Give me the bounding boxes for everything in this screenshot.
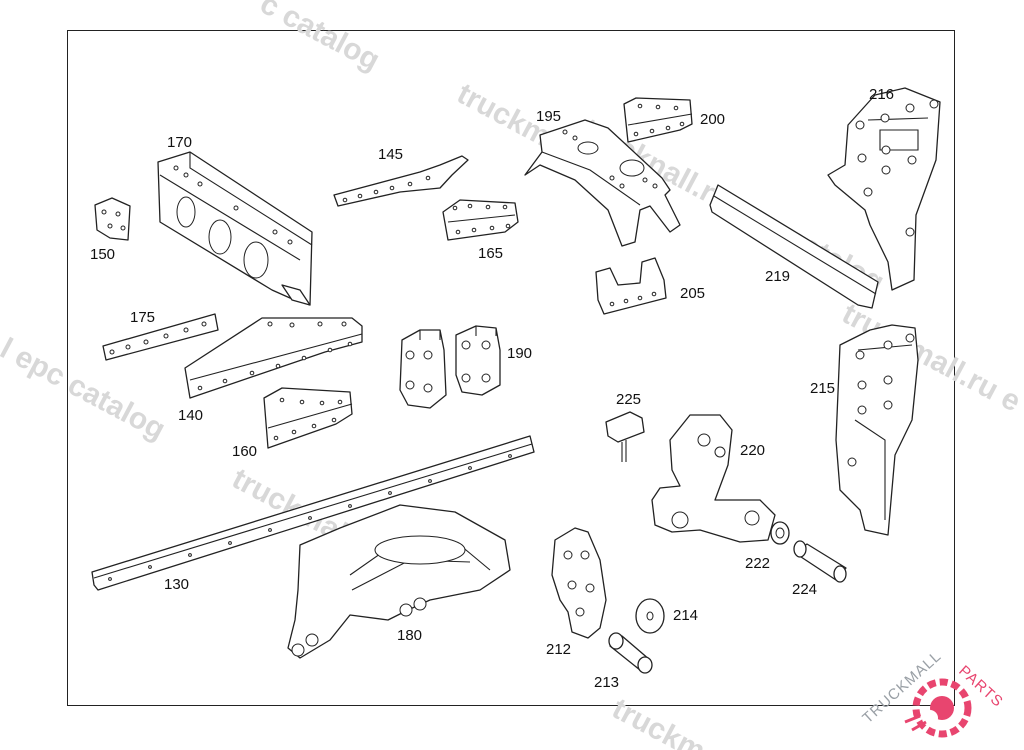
part-165: [442, 199, 519, 241]
part-label: 145: [378, 146, 403, 163]
part-label: 225: [616, 391, 641, 408]
part-225: [605, 411, 645, 462]
part-labels: 170 150 145 165 175 140 160 190 195 200 …: [90, 86, 894, 691]
part-label: 222: [745, 555, 770, 572]
part-130: [91, 435, 535, 591]
part-label: 214: [673, 607, 698, 624]
part-175: [102, 313, 219, 361]
part-150: [94, 197, 131, 241]
part-216: [827, 87, 941, 291]
part-label: 160: [232, 443, 257, 460]
part-180: [287, 504, 511, 659]
part-label: 130: [164, 576, 189, 593]
part-label: 205: [680, 285, 705, 302]
part-219: [709, 184, 879, 309]
part-label: 190: [507, 345, 532, 362]
part-170: [157, 151, 313, 306]
part-label: 150: [90, 246, 115, 263]
part-label: 175: [130, 309, 155, 326]
truckmall-logo: TRUCKMALL PARTS: [859, 648, 1007, 738]
part-label: 219: [765, 268, 790, 285]
part-label: 215: [810, 380, 835, 397]
part-label: 213: [594, 674, 619, 691]
part-220: [651, 414, 776, 543]
part-213: [608, 632, 653, 674]
part-label: 195: [536, 108, 561, 125]
part-200: [623, 97, 693, 143]
part-label: 220: [740, 442, 765, 459]
part-145: [333, 155, 469, 207]
part-215: [835, 324, 919, 536]
part-212: [551, 527, 607, 639]
part-label: 216: [869, 86, 894, 103]
diagram-frame: [67, 30, 955, 706]
part-label: 212: [546, 641, 571, 658]
part-label: 180: [397, 627, 422, 644]
part-label: 170: [167, 134, 192, 151]
part-205: [595, 257, 667, 315]
part-label: 200: [700, 111, 725, 128]
logo-text-accent: PARTS: [955, 662, 1006, 711]
part-label: 165: [478, 245, 503, 262]
watermark-text: truckma: [607, 692, 726, 750]
part-190: [399, 325, 501, 409]
part-160: [263, 387, 353, 449]
part-label: 224: [792, 581, 817, 598]
watermark-text: c catalog: [255, 0, 385, 77]
part-label: 140: [178, 407, 203, 424]
part-224: [793, 540, 847, 583]
part-222: [770, 521, 790, 545]
part-140: [184, 317, 363, 399]
part-195: [524, 119, 681, 247]
part-214: [635, 598, 665, 634]
